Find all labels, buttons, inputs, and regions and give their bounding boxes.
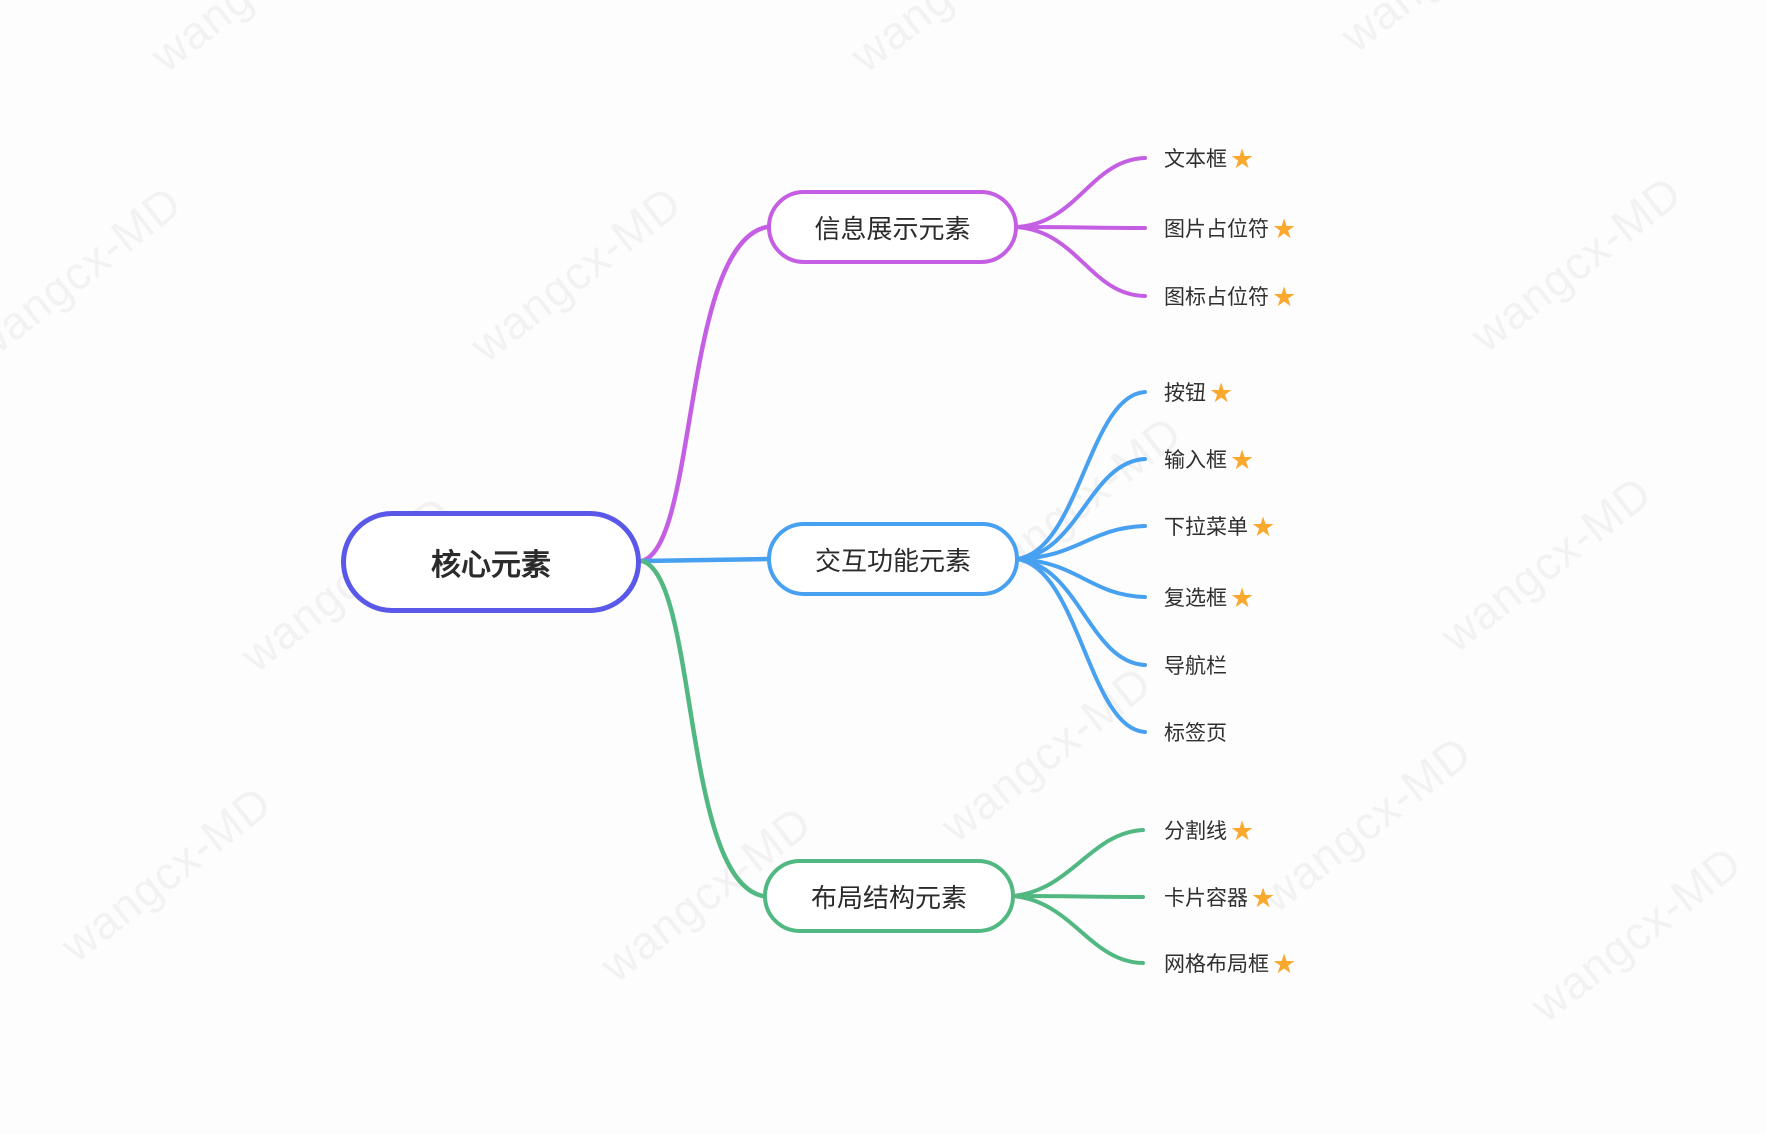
edge-branch1-leaf1 xyxy=(1015,457,1147,561)
leaf-topic-label: 图标占位符 xyxy=(1164,286,1269,309)
star-icon: ★ xyxy=(1230,582,1255,613)
edge-branch0-leaf2 xyxy=(1014,225,1147,298)
star-icon: ★ xyxy=(1272,281,1297,312)
star-icon: ★ xyxy=(1230,444,1255,475)
leaf-topic-label: 按钮 xyxy=(1164,382,1206,405)
root-topic-node[interactable]: 核心元素 xyxy=(341,511,641,613)
leaf-topic[interactable]: 复选框 ★ xyxy=(1164,577,1254,617)
branch-topic-node-interactive[interactable]: 交互功能元素 xyxy=(767,522,1019,596)
edge-root-branch-0 xyxy=(639,224,770,564)
edge-branch1-leaf3 xyxy=(1015,557,1147,599)
leaf-topic-label: 文本框 xyxy=(1164,148,1227,171)
star-icon: ★ xyxy=(1272,948,1297,979)
leaf-topic-label: 卡片容器 xyxy=(1164,887,1248,910)
edge-branch1-leaf5 xyxy=(1015,557,1147,734)
leaf-topic-label: 图片占位符 xyxy=(1164,218,1269,241)
branch-topic-label: 布局结构元素 xyxy=(810,882,967,913)
leaf-topic-label: 输入框 xyxy=(1164,449,1227,472)
leaf-topic-label: 复选框 xyxy=(1164,587,1227,610)
edge-branch1-leaf4 xyxy=(1015,557,1147,667)
leaf-topic[interactable]: 下拉菜单 ★ xyxy=(1164,506,1275,546)
branch-topic-node-info-display[interactable]: 信息展示元素 xyxy=(767,190,1018,264)
leaf-topic[interactable]: 卡片容器 ★ xyxy=(1164,877,1275,917)
star-icon: ★ xyxy=(1230,143,1255,174)
edge-branch2-leaf0 xyxy=(1011,828,1145,898)
root-topic-label: 核心元素 xyxy=(431,549,551,582)
leaf-topic-label: 分割线 xyxy=(1164,820,1227,843)
leaf-topic[interactable]: 分割线 ★ xyxy=(1164,810,1254,850)
star-icon: ★ xyxy=(1272,213,1297,244)
leaf-topic[interactable]: 文本框 ★ xyxy=(1164,138,1254,178)
leaf-topic[interactable]: 网格布局框 ★ xyxy=(1164,943,1296,983)
edge-branch1-leaf2 xyxy=(1015,524,1147,561)
leaf-topic[interactable]: 图片占位符 ★ xyxy=(1164,208,1296,248)
edge-branch0-leaf0 xyxy=(1014,156,1147,229)
leaf-topic-label: 下拉菜单 xyxy=(1164,516,1248,539)
leaf-topic[interactable]: 按钮 ★ xyxy=(1164,372,1233,412)
leaf-topic-label: 标签页 xyxy=(1164,722,1227,745)
branch-topic-label: 交互功能元素 xyxy=(814,545,971,576)
star-icon: ★ xyxy=(1230,815,1255,846)
edge-root-branch-1 xyxy=(639,556,770,564)
star-icon: ★ xyxy=(1209,377,1234,408)
edge-branch0-leaf1 xyxy=(1014,225,1147,230)
leaf-topic-label: 导航栏 xyxy=(1164,655,1227,678)
leaf-topic[interactable]: 标签页 xyxy=(1164,712,1227,752)
edge-branch2-leaf1 xyxy=(1011,894,1145,899)
edge-branch2-leaf2 xyxy=(1011,894,1145,965)
leaf-topic[interactable]: 导航栏 xyxy=(1164,645,1227,685)
leaf-topic[interactable]: 输入框 ★ xyxy=(1164,439,1254,479)
leaf-topic[interactable]: 图标占位符 ★ xyxy=(1164,276,1296,316)
leaf-topic-label: 网格布局框 xyxy=(1164,953,1269,976)
edge-branch1-leaf0 xyxy=(1015,390,1147,561)
star-icon: ★ xyxy=(1251,882,1276,913)
branch-topic-node-layout[interactable]: 布局结构元素 xyxy=(763,859,1015,933)
edge-root-branch-2 xyxy=(639,558,766,899)
branch-topic-label: 信息展示元素 xyxy=(814,213,971,244)
star-icon: ★ xyxy=(1251,511,1276,542)
